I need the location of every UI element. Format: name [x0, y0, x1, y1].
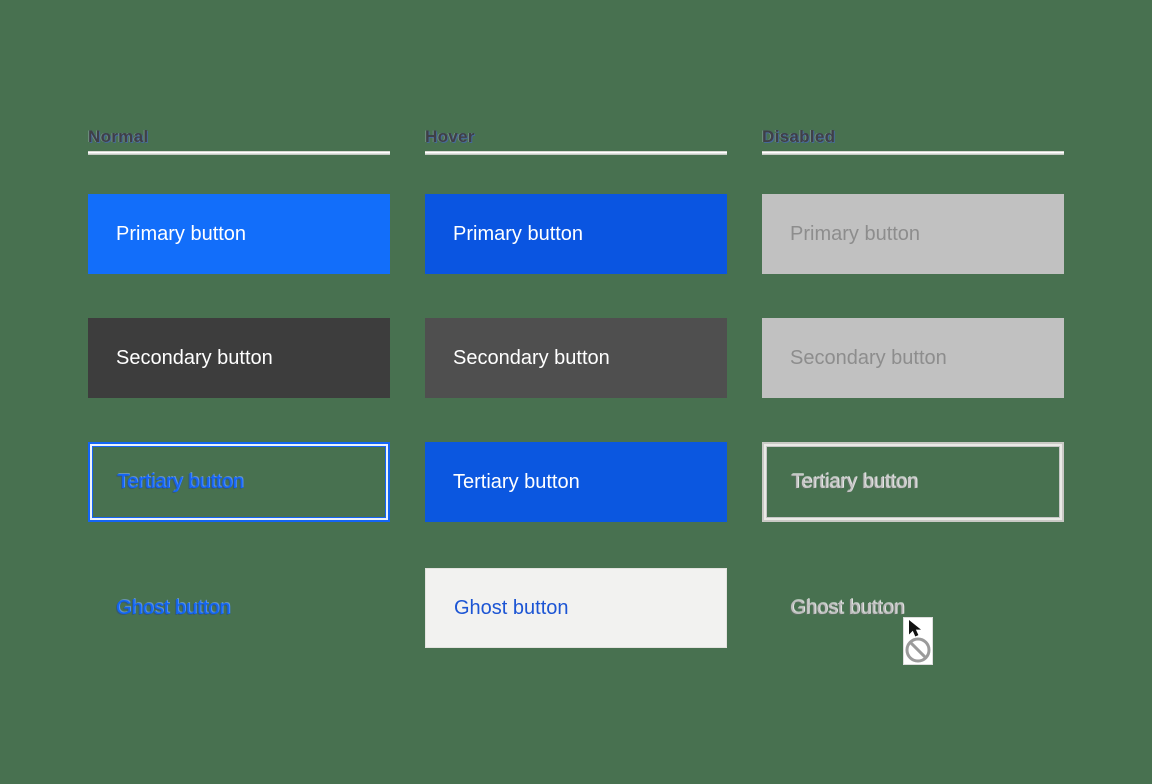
primary-button-hover[interactable]: Primary button — [425, 194, 727, 274]
column-header-hover: Hover — [425, 127, 475, 146]
secondary-button-disabled: Secondary button — [762, 318, 1064, 398]
not-allowed-cursor-icon — [903, 617, 933, 665]
primary-button-disabled: Primary button — [762, 194, 1064, 274]
column-normal: Normal Primary button Secondary button T… — [88, 0, 390, 784]
primary-button-normal[interactable]: Primary button — [88, 194, 390, 274]
ghost-button-disabled: Ghost button — [790, 596, 905, 619]
ghost-button-normal[interactable]: Ghost button — [116, 596, 231, 619]
column-hover: Hover Primary button Secondary button Te… — [425, 0, 727, 784]
header-underline — [88, 151, 390, 155]
secondary-button-hover[interactable]: Secondary button — [425, 318, 727, 398]
column-disabled: Disabled Primary button Secondary button… — [762, 0, 1064, 784]
ghost-button-hover[interactable]: Ghost button — [425, 568, 727, 648]
header-underline — [762, 151, 1064, 155]
secondary-button-normal[interactable]: Secondary button — [88, 318, 390, 398]
tertiary-button-normal[interactable]: Tertiary button — [92, 446, 386, 518]
column-header-disabled: Disabled — [762, 127, 836, 146]
tertiary-button-hover[interactable]: Tertiary button — [425, 442, 727, 522]
tertiary-button-disabled: Tertiary button — [766, 446, 1060, 518]
header-underline — [425, 151, 727, 155]
column-header-normal: Normal — [88, 127, 149, 146]
